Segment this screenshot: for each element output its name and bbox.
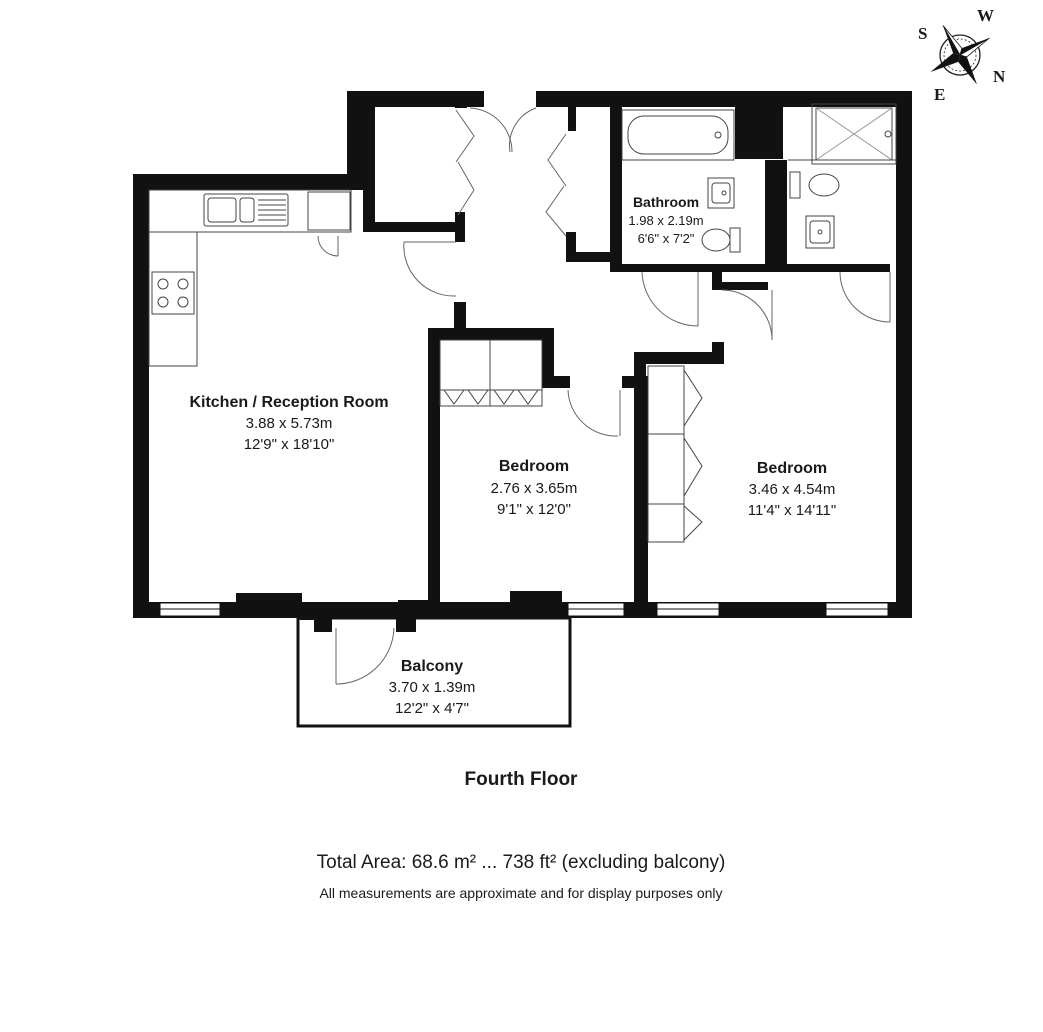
fridge [307,191,351,231]
room-bathroom: Bathroom 1.98 x 2.19m 6'6" x 7'2" [628,194,703,246]
fixtures [148,103,897,543]
floor-label: Fourth Floor [465,769,579,790]
room-dimensions-metric: 3.70 x 1.39m [389,679,476,696]
room-name: Bedroom [499,458,569,475]
room-kitchen: Kitchen / Reception Room 3.88 x 5.73m 12… [189,394,388,453]
room-balcony: Balcony 3.70 x 1.39m 12'2" x 4'7" [389,658,476,717]
worktop [148,231,198,367]
compass: S W N E [918,6,1006,104]
room-dimensions-metric: 3.46 x 4.54m [749,481,836,498]
compass-n-label: N [993,67,1006,86]
compass-s-label: S [918,24,927,43]
toilet-icon [789,171,840,199]
doors [317,107,891,685]
room-dimensions-metric: 3.88 x 5.73m [246,415,333,432]
room-dimensions-imperial: 6'6" x 7'2" [638,231,695,246]
compass-ring [939,34,981,76]
room-dimensions-metric: 2.76 x 3.65m [491,480,578,497]
disclaimer: All measurements are approximate and for… [319,885,722,901]
room-name: Bedroom [757,460,827,477]
hob-icon [151,271,195,315]
room-bedroom-2: Bedroom 3.46 x 4.54m 11'4" x 14'11" [748,460,836,519]
room-bedroom-1: Bedroom 2.76 x 3.65m 9'1" x 12'0" [491,458,578,518]
wardrobe-icon [439,339,543,407]
basin-icon [707,177,735,209]
compass-w-label: W [977,6,994,25]
worktop [148,189,352,233]
balcony-outline [296,616,572,728]
compass-inner-ring [943,38,977,72]
room-dimensions-imperial: 12'9" x 18'10" [244,436,335,453]
sink-icon [203,193,289,227]
basin-icon [805,215,835,249]
toilet-icon [701,227,741,253]
room-dimensions-imperial: 9'1" x 12'0" [497,501,571,518]
total-area: Total Area: 68.6 m² ... 738 ft² (excludi… [317,852,726,873]
bathtub-icon [621,109,735,161]
shower-icon [811,103,897,165]
windows [159,602,889,617]
room-dimensions-imperial: 12'2" x 4'7" [395,700,469,717]
compass-e-label: E [934,85,945,104]
compass-star-icon [930,25,990,85]
room-name: Bathroom [633,194,699,210]
wardrobe-icon [647,365,703,543]
room-dimensions-imperial: 11'4" x 14'11" [748,502,836,519]
room-dimensions-metric: 1.98 x 2.19m [628,213,703,228]
room-name: Balcony [401,658,463,675]
room-name: Kitchen / Reception Room [189,394,388,411]
